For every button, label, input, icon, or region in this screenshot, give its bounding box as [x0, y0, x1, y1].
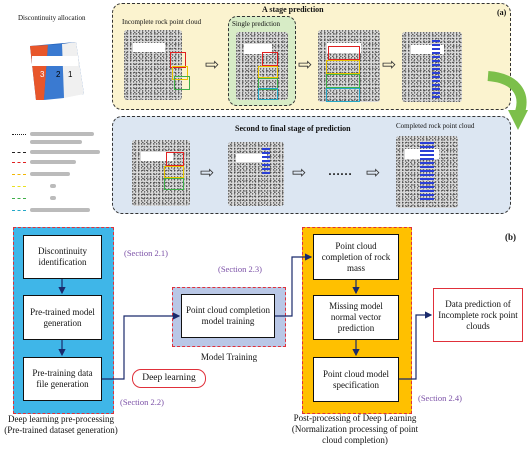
arrow-right-icon: ⇨ [292, 163, 307, 182]
incomplete-cloud-label: Incomplete rock point cloud [122, 18, 202, 26]
pretraining-data-box: Pre-training data file generation [23, 357, 102, 401]
completed-strip [432, 40, 440, 98]
section-2-3: (Section 2.3) [218, 264, 262, 274]
single-box-green [258, 78, 278, 90]
missing-normal-box: Missing model normal vector prediction [313, 295, 399, 340]
legend-lines [10, 128, 106, 220]
single-box-yellow [258, 66, 278, 78]
discontinuity-box: Discontinuity identification [23, 235, 102, 279]
arrow-right-icon: ⇨ [366, 163, 381, 182]
single-prediction-label: Single prediction [232, 20, 281, 28]
section-2-2: (Section 2.2) [120, 397, 164, 407]
legend-title: Discontinuity allocation [18, 14, 86, 22]
region-label-2: 2 [56, 70, 61, 79]
blue-strip [262, 148, 270, 176]
deep-learning-badge: Deep learning [132, 369, 206, 388]
multi-box-green [326, 74, 360, 88]
prediction-box-green [174, 76, 190, 90]
panel-b-label: (b) [505, 232, 516, 242]
point-cloud-b2 [228, 142, 284, 206]
region-label-1: 1 [68, 70, 73, 79]
completed-strip-b [420, 142, 434, 202]
stage2-box-yellow [164, 166, 184, 178]
single-box-cyan [258, 88, 278, 100]
arrow-right-icon: ⇨ [298, 55, 313, 74]
rock-face-diagram [30, 42, 84, 100]
completed-cloud-label: Completed rock point cloud [396, 122, 475, 130]
stage2-box-red [166, 152, 184, 166]
arrow-right-icon: ⇨ [382, 55, 397, 74]
panel-a-label: (a) [497, 8, 507, 17]
point-cloud-a1 [124, 30, 182, 100]
model-training-caption: Model Training [200, 352, 258, 362]
completion-rock-box: Point cloud completion of rock mass [313, 234, 399, 280]
preprocessing-caption: Deep learning pre-processing (Pre-traine… [4, 414, 118, 435]
point-cloud-b1 [132, 140, 190, 206]
multi-box-cyan [326, 88, 360, 102]
multi-box-red [328, 46, 360, 60]
section-2-1: (Section 2.1) [124, 248, 168, 258]
pretrained-model-box: Pre-trained model generation [23, 295, 102, 340]
point-cloud-a3 [318, 30, 380, 102]
completion-training-box: Point cloud completion model training [181, 294, 275, 338]
arrow-right-icon: ⇨ [200, 163, 215, 182]
curved-arrow-icon [487, 71, 528, 130]
model-spec-box: Point cloud model specification [313, 357, 399, 402]
multi-box-yellow [326, 60, 360, 74]
rock-face-thumbnail: 3 2 1 [22, 40, 94, 104]
data-prediction-box: Data prediction of Incomplete rock point… [433, 288, 523, 342]
single-box-red [262, 52, 278, 66]
second-stage-title: Second to final stage of prediction [235, 124, 351, 133]
region-label-3: 3 [40, 70, 45, 79]
arrow-right-icon: ⇨ [205, 55, 220, 74]
stage-prediction-title: A stage prediction [262, 5, 324, 14]
prediction-box-red [170, 52, 186, 68]
section-2-4: (Section 2.4) [418, 393, 462, 403]
postprocessing-caption: Post-processing of Deep Learning (Normal… [291, 413, 419, 445]
stage2-box-green [164, 178, 184, 190]
ellipsis: …… [328, 164, 352, 178]
prediction-box-yellow [172, 66, 188, 80]
